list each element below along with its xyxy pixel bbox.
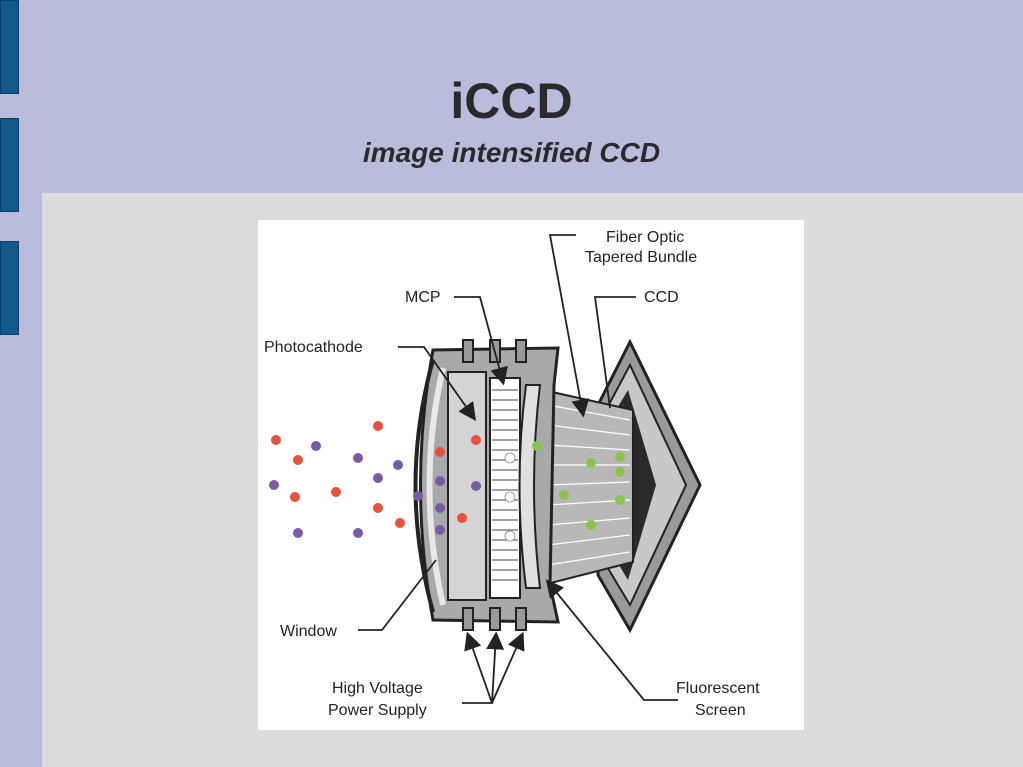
- label-photocathode: Photocathode: [264, 339, 363, 356]
- label-window: Window: [280, 623, 337, 640]
- mcp: [489, 377, 521, 599]
- photon-purple: [269, 480, 279, 490]
- photon-purple: [353, 453, 363, 463]
- photon-purple: [393, 460, 403, 470]
- label-fluorescent-2: Screen: [695, 702, 746, 719]
- window-inner: [426, 367, 446, 606]
- incoming-photons: [269, 421, 481, 538]
- slide-header: iCCD image intensified CCD: [0, 0, 1023, 193]
- photon-red: [435, 447, 445, 457]
- nav-tab-1[interactable]: [0, 0, 19, 94]
- phosphor-dot: [586, 458, 596, 468]
- phosphor-dot: [559, 490, 569, 500]
- photon-red: [331, 487, 341, 497]
- phosphor-dot: [615, 467, 625, 477]
- label-mcp: MCP: [405, 289, 441, 306]
- iccd-diagram-svg: Fiber Optic Tapered Bundle MCP CCD Photo…: [264, 229, 760, 719]
- photon-red: [373, 503, 383, 513]
- label-fluorescent-1: Fluorescent: [676, 680, 760, 697]
- label-fiber-optic-2: Tapered Bundle: [585, 249, 697, 266]
- phosphor-dot: [586, 520, 596, 530]
- photon-purple: [471, 481, 481, 491]
- nav-tab-3[interactable]: [0, 241, 19, 335]
- photon-purple: [435, 476, 445, 486]
- phosphor-output: [532, 441, 625, 530]
- label-high-voltage-1: High Voltage: [332, 680, 423, 697]
- phosphor-dot: [615, 452, 625, 462]
- label-ccd: CCD: [644, 289, 679, 306]
- photon-red: [471, 435, 481, 445]
- phosphor-dot: [615, 495, 625, 505]
- slide-title: iCCD: [450, 73, 573, 129]
- slide-subtitle: image intensified CCD: [362, 137, 661, 168]
- electrons: [504, 452, 516, 542]
- bottom-electrodes: [462, 607, 527, 631]
- photon-purple: [413, 491, 423, 501]
- electron: [504, 452, 516, 464]
- label-fiber-optic-1: Fiber Optic: [606, 229, 684, 246]
- leader-lines: [358, 234, 678, 704]
- photon-purple: [435, 503, 445, 513]
- photon-purple: [353, 528, 363, 538]
- photon-red: [373, 421, 383, 431]
- photon-red: [293, 455, 303, 465]
- photon-red: [395, 518, 405, 528]
- nav-tab-2[interactable]: [0, 118, 19, 212]
- photon-red: [457, 513, 467, 523]
- fiber-optic-taper: [542, 388, 634, 587]
- photon-red: [290, 492, 300, 502]
- photon-purple: [311, 441, 321, 451]
- window: [413, 359, 435, 613]
- iccd-diagram: Fiber Optic Tapered Bundle MCP CCD Photo…: [258, 220, 804, 730]
- photon-red: [271, 435, 281, 445]
- electron: [504, 491, 516, 503]
- phosphor-dot: [532, 441, 542, 451]
- photon-purple: [373, 473, 383, 483]
- photon-purple: [435, 525, 445, 535]
- electron: [504, 530, 516, 542]
- fluorescent-screen: [518, 384, 542, 589]
- label-high-voltage-2: Power Supply: [328, 702, 427, 719]
- photon-purple: [293, 528, 303, 538]
